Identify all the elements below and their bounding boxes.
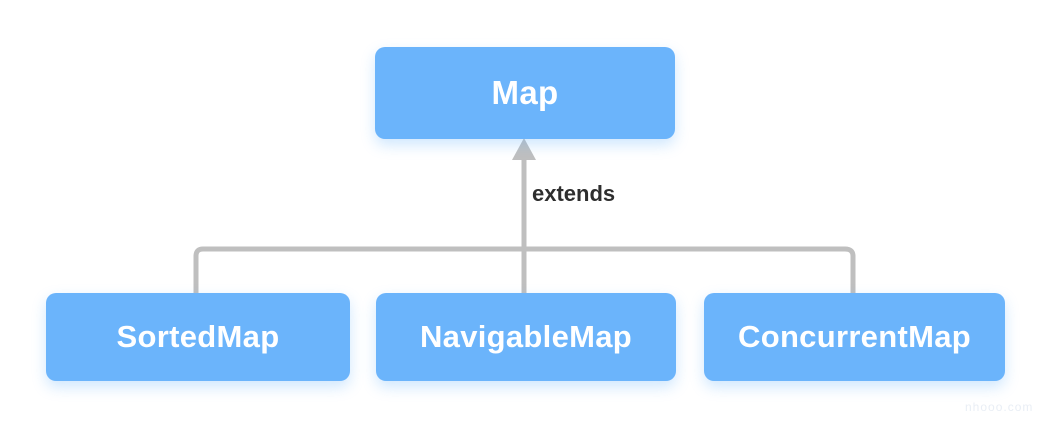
relationship-label: extends <box>532 181 616 206</box>
node-navigablemap[interactable]: NavigableMap <box>376 293 676 381</box>
node-concurrentmap[interactable]: ConcurrentMap <box>704 293 1005 381</box>
node-sortedmap-label: SortedMap <box>116 319 280 354</box>
node-concurrentmap-label: ConcurrentMap <box>738 319 971 354</box>
node-map-label: Map <box>491 74 559 111</box>
watermark-text: nhooo.com <box>965 400 1034 414</box>
node-map[interactable]: Map <box>375 47 675 139</box>
node-navigablemap-label: NavigableMap <box>419 319 633 354</box>
node-sortedmap[interactable]: SortedMap <box>46 293 350 381</box>
